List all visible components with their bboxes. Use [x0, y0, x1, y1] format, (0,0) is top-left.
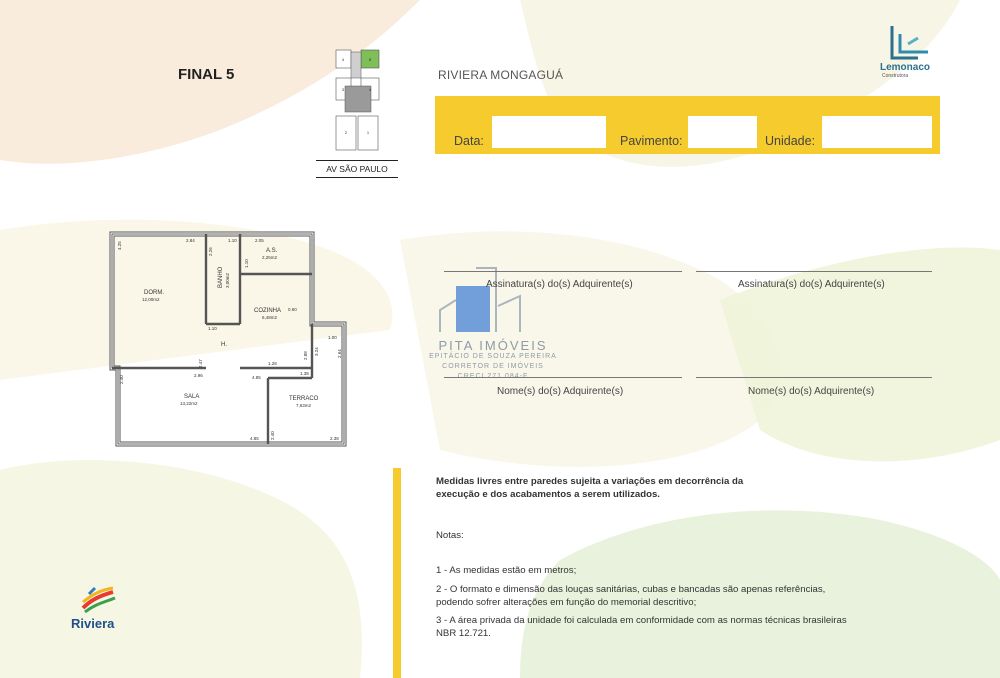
dim-d14: 3.24	[314, 347, 319, 356]
room-sala-area: 13,22m2	[180, 401, 198, 406]
dim-d21: 2.38	[330, 436, 339, 441]
disclaimer-line2: execução e dos acabamentos a serem utili…	[436, 489, 660, 500]
signature-label-left: Assinatura(s) do(s) Adquirente(s)	[486, 279, 633, 290]
room-dorm: DORM.	[144, 290, 164, 296]
room-banho-area: 3,00m2	[225, 272, 230, 288]
street-label: AV SÃO PAULO	[316, 160, 398, 178]
project-name: RIVIERA MONGAGUÁ	[438, 68, 564, 82]
room-dorm-area: 12,00m2	[142, 297, 160, 302]
dim-d15: 1.00	[328, 335, 337, 340]
riviera-logo: Riviera	[70, 584, 130, 636]
room-cozinha-area: 6,48m2	[262, 315, 278, 320]
key-cell-4a: 4	[342, 57, 345, 62]
note-3-line1: 3 - A área privada da unidade foi calcul…	[436, 615, 847, 626]
room-cozinha: COZINHA	[254, 308, 281, 314]
floor-field[interactable]	[688, 116, 757, 148]
signature-line-left	[444, 271, 682, 272]
riviera-name: Riviera	[71, 616, 115, 631]
lemonaco-logo-icon	[890, 26, 928, 60]
disclaimer-line1: Medidas livres entre paredes sujeita a v…	[436, 476, 744, 487]
key-cell-4b: 4	[369, 87, 372, 92]
dim-d4: 4.25	[117, 241, 122, 250]
key-cell-2: 2	[345, 130, 348, 135]
room-sala: SALA	[184, 394, 199, 400]
dim-d18: 4.85	[252, 375, 261, 380]
note-2-line1: 2 - O formato e dimensão das louças sani…	[436, 584, 826, 595]
name-label-right: Nome(s) do(s) Adquirente(s)	[748, 386, 875, 397]
dim-d13: 1.38	[300, 371, 309, 376]
name-line-right	[696, 377, 932, 378]
dim-d10: 2.96	[194, 373, 203, 378]
dim-d5: 2.26	[208, 247, 213, 256]
riviera-logo-icon	[81, 586, 116, 614]
key-cell-1: 1	[367, 130, 370, 135]
dim-d19: 4.85	[250, 436, 259, 441]
dim-d17: 2.40	[119, 375, 124, 384]
lemonaco-logo: Lemonaco Construtora	[878, 24, 942, 80]
lemonaco-name: Lemonaco	[880, 62, 931, 73]
lemonaco-subtitle: Construtora	[882, 73, 909, 79]
date-label: Data:	[454, 134, 484, 148]
watermark-company: PITA IMÓVEIS	[438, 338, 548, 353]
notes-heading: Notas:	[436, 530, 464, 541]
signature-label-right: Assinatura(s) do(s) Adquirente(s)	[738, 279, 885, 290]
note-3-line2: NBR 12.721.	[436, 628, 491, 639]
note-1: 1 - As medidas estão em metros;	[436, 565, 577, 576]
room-hall: H.	[221, 342, 227, 348]
key-cell-5: 5	[369, 57, 372, 62]
watermark-building-icon	[439, 267, 521, 332]
room-terraco: TERRACO	[289, 396, 319, 402]
dim-d9: 2.47	[198, 359, 203, 368]
dim-d8: 1.10	[208, 326, 217, 331]
date-field[interactable]	[492, 116, 606, 148]
key-cell-3: 3	[342, 87, 345, 92]
dim-d20: 2.40	[270, 431, 275, 440]
final-label: FINAL 5	[178, 66, 235, 83]
name-line-left	[444, 377, 682, 378]
floor-plan: DORM. 12,00m2 BANHO 3,00m2 A.S. 2,25m2 C…	[109, 231, 347, 447]
watermark-agent: EPITÁCIO DE SOUZA PEREIRA	[429, 353, 557, 360]
watermark-creci: CRECI 271.084-F	[420, 373, 566, 380]
unit-label: Unidade:	[765, 134, 816, 148]
watermark-role: CORRETOR DE IMÓVEIS	[442, 363, 544, 370]
dim-d6: 1.10	[244, 259, 249, 268]
room-banho: BANHO	[218, 266, 224, 288]
dim-d3: 2.05	[255, 238, 264, 243]
room-as-area: 2,25m2	[262, 255, 278, 260]
unit-field[interactable]	[822, 116, 932, 148]
note-2-line2: podendo sofrer alterações em função do m…	[436, 597, 697, 608]
dim-d2: 1.10	[228, 238, 237, 243]
name-label-left: Nome(s) do(s) Adquirente(s)	[497, 386, 624, 397]
room-terraco-area: 7,63m2	[296, 403, 312, 408]
signature-line-right	[696, 271, 932, 272]
room-as: A.S.	[266, 248, 278, 254]
dim-d1: 2.84	[186, 238, 195, 243]
dim-d7: 0.60	[288, 307, 297, 312]
floor-label: Pavimento:	[620, 134, 683, 148]
dim-d11: 1.28	[268, 361, 277, 366]
notes-accent-bar	[393, 468, 401, 678]
dim-d16: 2.64	[337, 349, 342, 358]
dim-d12: 2.88	[303, 351, 308, 360]
key-plan: 4 5 3 4 2 1	[335, 49, 380, 151]
